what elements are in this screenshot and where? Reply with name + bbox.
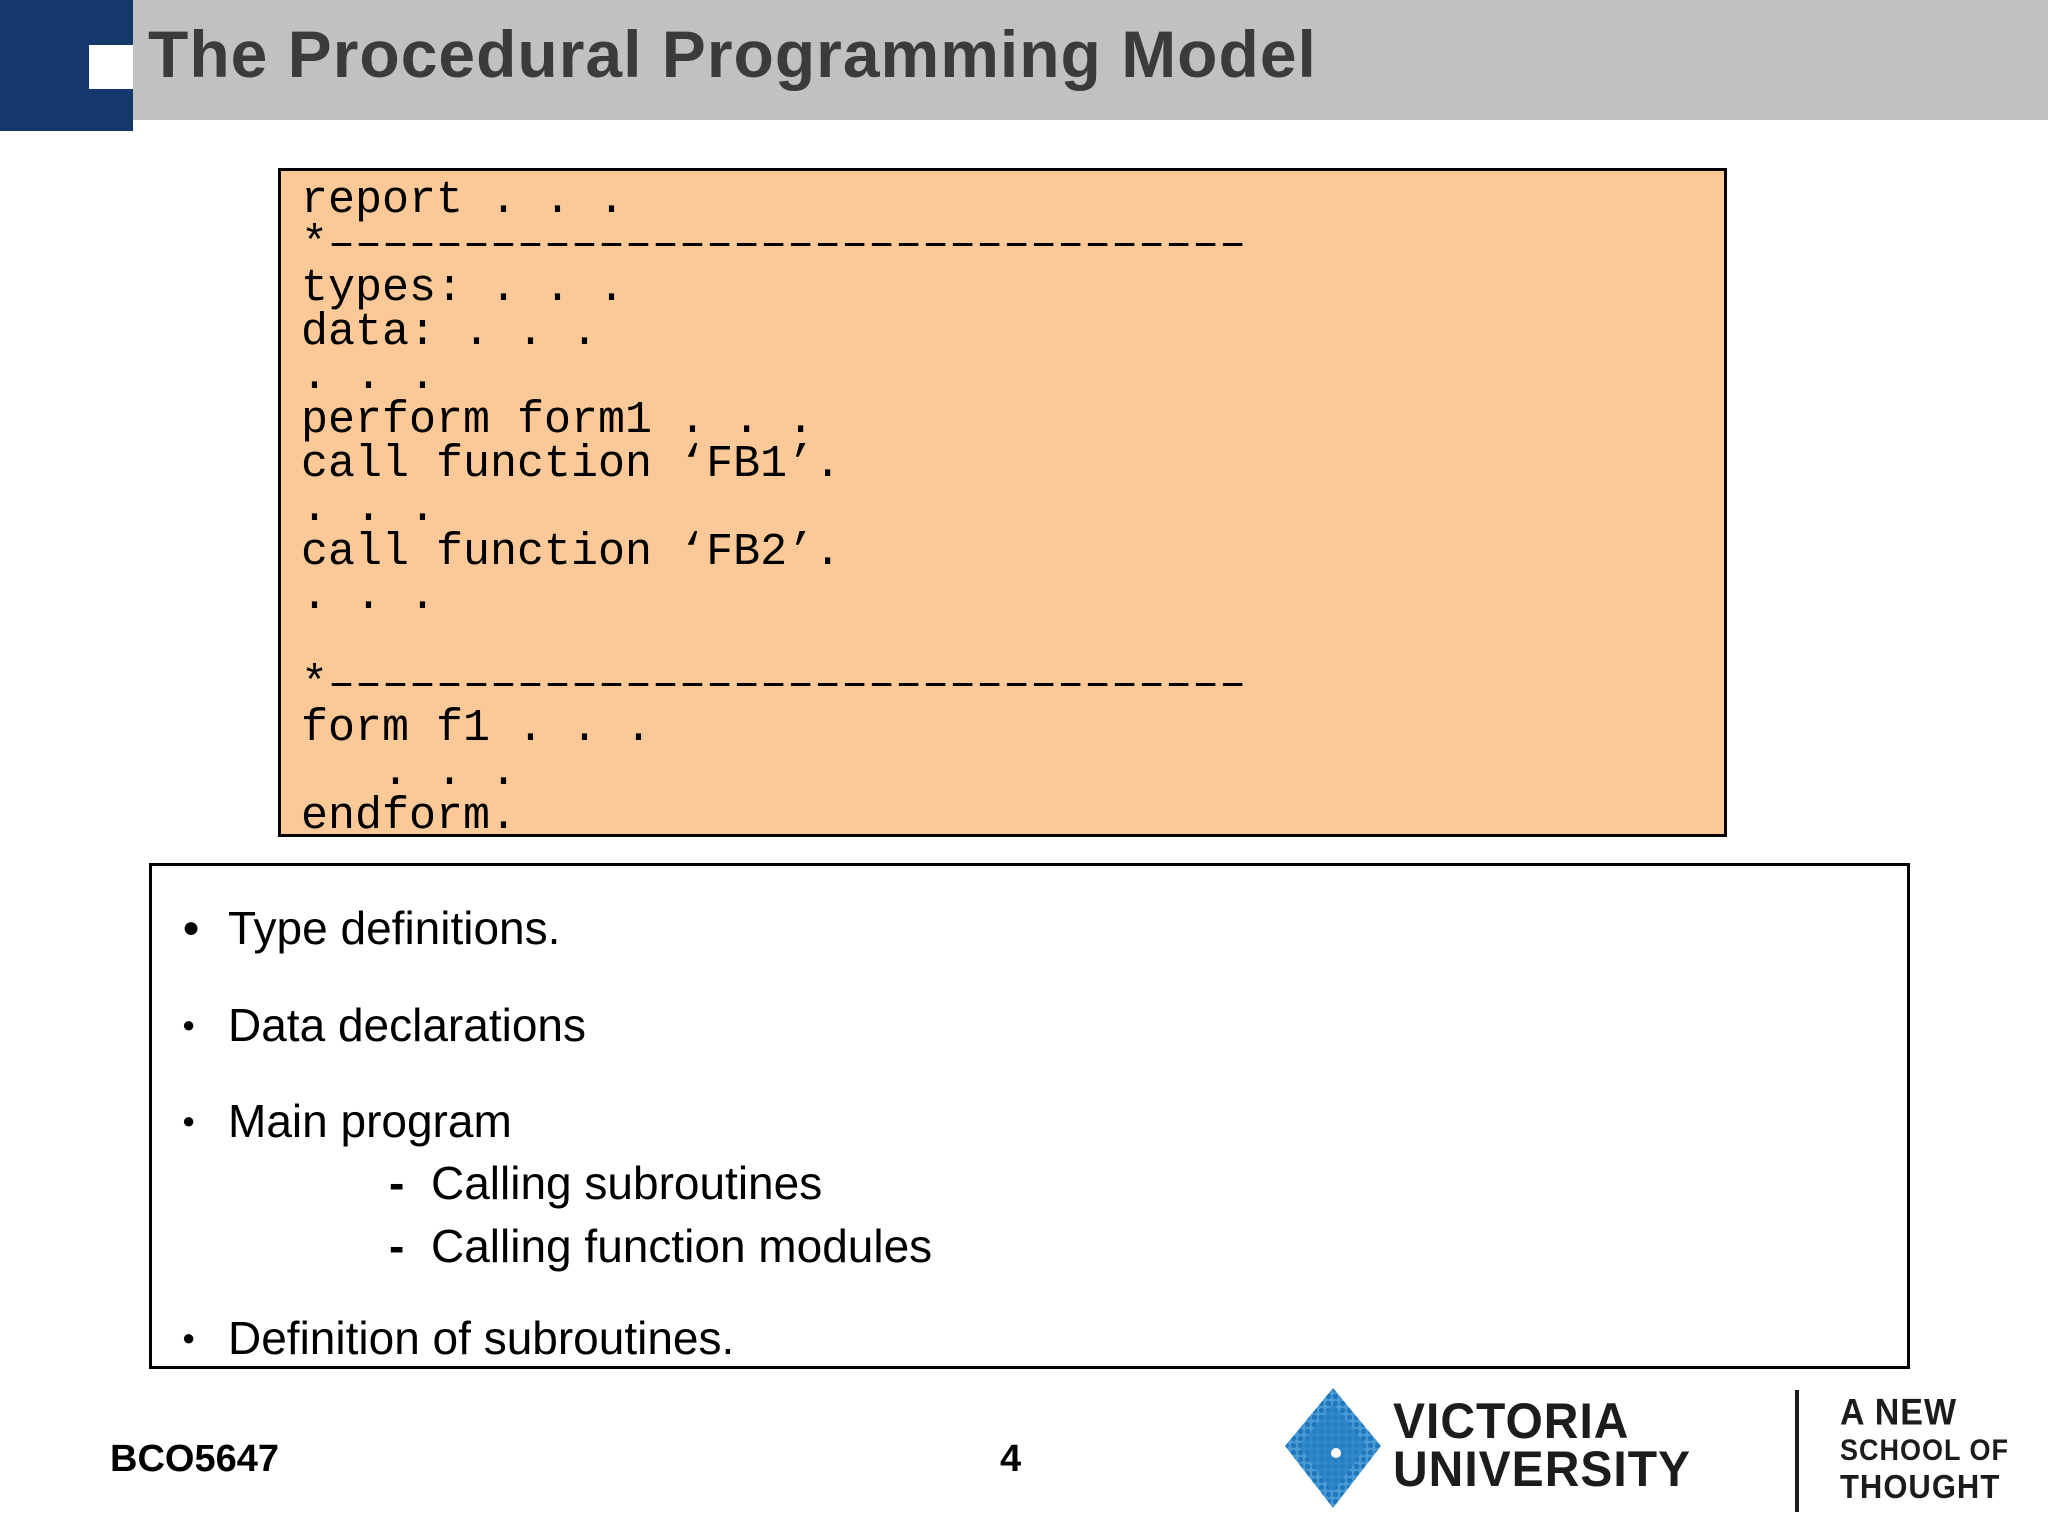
bullet-icon: ● — [182, 1108, 196, 1133]
list-item-label: Main program — [228, 1095, 512, 1147]
header-white-square-icon — [89, 45, 133, 89]
university-wordmark: VICTORIA UNIVERSITY — [1393, 1393, 1692, 1498]
footer-page-number: 4 — [1000, 1438, 1022, 1480]
list-item-label: Calling subroutines — [431, 1157, 823, 1209]
list-item-label: Type definitions. — [228, 902, 561, 954]
bullet-list-box: ● Type definitions. ● Data declarations … — [149, 863, 1910, 1369]
university-diamond-logo-icon — [1285, 1388, 1381, 1508]
list-item-label: Data declarations — [228, 999, 586, 1051]
footer-course-code: BCO5647 — [110, 1438, 279, 1480]
list-sub-item: - Calling function modules — [152, 1218, 2048, 1274]
header-bar — [0, 0, 2048, 120]
list-item: ● Definition of subroutines. — [152, 1310, 1882, 1366]
page-title: The Procedural Programming Model — [148, 17, 1317, 91]
list-item-label: Definition of subroutines. — [228, 1312, 735, 1364]
list-item-label: Calling function modules — [431, 1220, 933, 1272]
dash-icon: - — [389, 1220, 405, 1272]
list-sub-item: - Calling subroutines — [152, 1155, 2048, 1211]
logo-tagline-line3: THOUGHT — [1840, 1467, 2001, 1506]
university-wordmark-line2: UNIVERSITY — [1393, 1442, 1692, 1498]
list-item: ● Main program — [152, 1093, 1882, 1149]
university-wordmark-line1: VICTORIA — [1393, 1393, 1630, 1450]
dash-icon: - — [389, 1157, 405, 1209]
code-sample-box: report . . . *––––––––––––––––––––––––––… — [278, 168, 1727, 842]
logo-tagline: A NEW SCHOOL OF THOUGHT — [1840, 1392, 2009, 1506]
logo-separator-line — [1795, 1390, 1799, 1512]
list-item: ● Type definitions. — [152, 900, 1882, 956]
bullet-icon: ● — [182, 1012, 196, 1037]
bullet-icon: ● — [182, 911, 201, 944]
bullet-icon: ● — [182, 1325, 196, 1350]
list-item: ● Data declarations — [152, 997, 1882, 1053]
logo-tagline-line2: SCHOOL OF — [1840, 1434, 2010, 1467]
logo-tagline-line1: A NEW — [1840, 1392, 1958, 1434]
code-sample-text: report . . . *––––––––––––––––––––––––––… — [301, 175, 1247, 842]
